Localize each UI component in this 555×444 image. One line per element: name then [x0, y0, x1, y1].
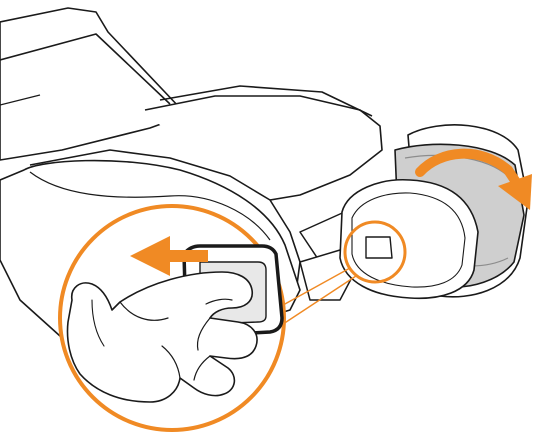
zoom-inset	[60, 206, 284, 430]
hand-icon	[68, 272, 258, 402]
